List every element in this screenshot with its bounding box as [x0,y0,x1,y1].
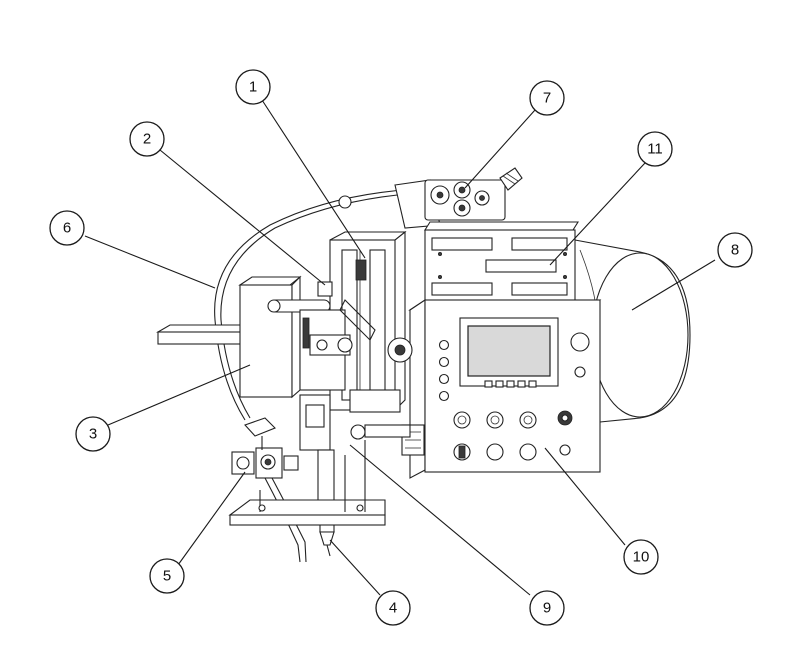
callout-4-label: 4 [389,600,397,617]
callout-6-label: 6 [63,220,71,237]
upper-control-box [424,221,579,306]
panel-knobs-row-2 [453,443,571,461]
callout-1-label: 1 [249,79,257,96]
callout-3: 3 [75,416,111,452]
leader-4 [329,539,381,596]
leader-8 [631,259,716,311]
leader-9 [349,444,531,596]
adjustment-mechanism [299,281,411,440]
horizontal-beam [155,324,252,345]
motor-housing [238,275,331,399]
callout-5: 5 [149,558,185,594]
callout-1: 1 [235,69,271,105]
callout-11: 11 [637,131,673,167]
callout-11-label: 11 [647,141,663,158]
panel-knobs-row-1 [453,410,573,429]
leader-5 [177,471,246,566]
callout-2-label: 2 [143,131,151,148]
callout-9-label: 9 [543,600,551,617]
leader-lines [84,99,716,596]
callout-10: 10 [623,539,659,575]
callout-2: 2 [129,121,165,157]
callout-7-label: 7 [543,90,551,107]
leader-7 [464,109,536,189]
callout-8: 8 [717,232,753,268]
callout-7: 7 [529,80,565,116]
welding-torch [299,394,335,557]
panel-soft-keys [484,380,537,388]
main-control-panel [401,298,602,479]
leader-10 [544,447,626,546]
callout-3-label: 3 [89,426,97,443]
torch-clamp [231,417,307,563]
callout-5-label: 5 [163,568,171,585]
callout-4: 4 [375,590,411,626]
callout-10-label: 10 [633,549,650,566]
callout-8-label: 8 [731,242,739,259]
callout-6: 6 [49,210,85,246]
leader-6 [84,235,216,289]
panel-side-buttons [438,339,450,402]
leader-2 [159,149,326,286]
base-plate [228,440,386,526]
wire-spool-drum [574,239,691,423]
leader-11 [549,162,646,266]
wire-hose [214,187,441,421]
callout-9: 9 [529,590,565,626]
leader-1 [261,99,366,259]
leader-3 [107,364,251,426]
wire-feeder [394,167,523,229]
